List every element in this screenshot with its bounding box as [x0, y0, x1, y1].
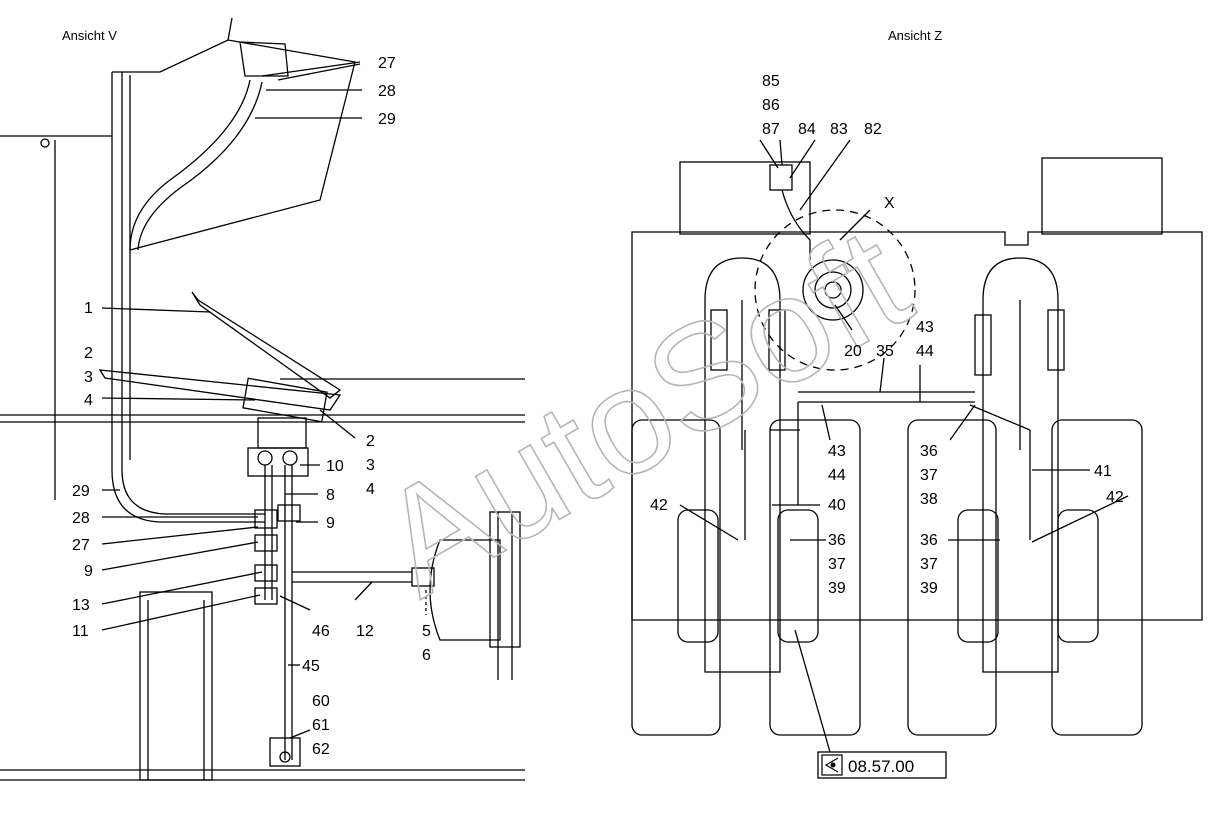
- callout-29: 29: [378, 111, 396, 128]
- callout-36-left-wheel: 36: [828, 532, 846, 549]
- callout-43-lower: 43: [828, 443, 846, 460]
- callout-41: 41: [1094, 463, 1112, 480]
- callout-86: 86: [762, 97, 780, 114]
- callout-46: 46: [312, 623, 330, 640]
- callout-10: 10: [326, 458, 344, 475]
- callout-4-lower: 4: [366, 481, 375, 498]
- callout-42-right: 42: [1106, 489, 1124, 506]
- callout-39-right-wheel: 39: [920, 580, 938, 597]
- callout-62: 62: [312, 741, 330, 758]
- detail-marker-x: X: [884, 195, 895, 212]
- left-view: [0, 17, 525, 781]
- callout-9-lower: 9: [84, 563, 93, 580]
- callout-40: 40: [828, 497, 846, 514]
- callout-87: 87: [762, 121, 780, 138]
- callout-45: 45: [302, 658, 320, 675]
- callout-27-lower: 27: [72, 537, 90, 554]
- callout-37-left-wheel: 37: [828, 556, 846, 573]
- callout-84: 84: [798, 121, 816, 138]
- reference-code: 08.57.00: [848, 757, 914, 776]
- right-view-title: Ansicht Z: [888, 28, 942, 43]
- left-view-title: Ansicht V: [62, 28, 117, 43]
- callout-20: 20: [844, 343, 862, 360]
- callout-13: 13: [72, 597, 90, 614]
- callout-2: 2: [84, 345, 93, 362]
- callout-6: 6: [422, 647, 431, 664]
- callout-43: 43: [916, 319, 934, 336]
- callout-61: 61: [312, 717, 330, 734]
- callout-37-right-wheel: 37: [920, 556, 938, 573]
- callout-42: 42: [650, 497, 668, 514]
- right-callouts: 85 86 87 84 83 82 43 44 20 35 43 44 36 3…: [650, 73, 1124, 597]
- left-callouts: 27 28 29 1 2 3 4 2 3 4 10 29 8 28 9 27 9…: [72, 55, 431, 758]
- callout-1: 1: [84, 300, 93, 317]
- callout-12: 12: [356, 623, 374, 640]
- callout-2-lower: 2: [366, 433, 375, 450]
- callout-44-lower: 44: [828, 467, 846, 484]
- callout-4: 4: [84, 392, 93, 409]
- callout-28: 28: [378, 83, 396, 100]
- callout-36: 36: [920, 443, 938, 460]
- callout-36-right-wheel: 36: [920, 532, 938, 549]
- right-view: [631, 139, 1203, 753]
- callout-83: 83: [830, 121, 848, 138]
- callout-35: 35: [876, 343, 894, 360]
- callout-3: 3: [84, 369, 93, 386]
- callout-27: 27: [378, 55, 396, 72]
- callout-11: 11: [72, 623, 89, 640]
- callout-29-lower: 29: [72, 483, 90, 500]
- reference-box[interactable]: 08.57.00: [817, 751, 947, 779]
- callout-8: 8: [326, 487, 335, 504]
- callout-44: 44: [916, 343, 934, 360]
- callout-82: 82: [864, 121, 882, 138]
- watermark-text: AutoSoft: [352, 195, 934, 628]
- callout-85: 85: [762, 73, 780, 90]
- callout-9: 9: [326, 515, 335, 532]
- eye-icon: [821, 754, 843, 776]
- callout-38: 38: [920, 491, 938, 508]
- callout-60: 60: [312, 693, 330, 710]
- callout-5: 5: [422, 623, 431, 640]
- callout-37: 37: [920, 467, 938, 484]
- callout-39-left-wheel: 39: [828, 580, 846, 597]
- callout-28-lower: 28: [72, 510, 90, 527]
- callout-3-lower: 3: [366, 457, 375, 474]
